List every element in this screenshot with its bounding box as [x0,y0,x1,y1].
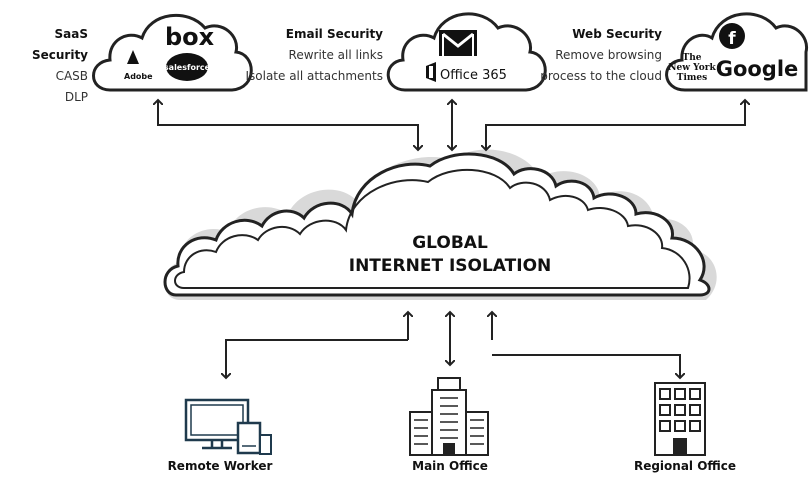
svg-text:The: The [683,53,702,63]
center-title-line2: INTERNET ISOLATION [348,256,552,276]
email-label-block: Email Security Rewrite all links Isolate… [238,24,383,87]
web-title: Web Security [572,27,662,41]
email-title: Email Security [285,27,383,41]
svg-text:Google: Google [716,57,799,81]
web-line-2: process to the cloud [540,69,662,83]
email-line-attachments: Isolate all attachments [245,69,383,83]
svg-text:Adobe: Adobe [124,72,153,81]
saas-line-dlp: DLP [64,90,88,104]
saas-title: SaaS Security [31,27,88,62]
email-line-links: Rewrite all links [288,48,383,62]
saas-arrow [158,100,418,150]
svg-text:f: f [728,29,736,49]
computer-icon [184,398,272,455]
center-title-line1: GLOBAL [412,233,488,253]
saas-label-block: SaaS Security CASB DLP [0,24,88,108]
nyt-logo: The New York Times [668,53,716,83]
adobe-logo: Adobe [124,50,153,81]
svg-text:salesforce: salesforce [164,63,211,72]
svg-text:Times: Times [677,73,707,83]
remote-worker-label: Remote Worker [167,459,273,473]
web-cloud [665,12,809,92]
svg-text:Office 365: Office 365 [440,68,507,83]
regional-office-icon [654,382,706,456]
web-line-1: Remove browsing [555,48,662,62]
regional-office-label: Regional Office [633,459,737,473]
gmail-icon [439,30,477,56]
web-arrow [486,100,745,150]
svg-text:New York: New York [668,63,716,73]
remote-arrow [226,312,408,378]
main-office-label: Main Office [412,459,488,473]
office365-logo: Office 365 [426,62,507,83]
facebook-icon: f [719,23,745,49]
global-isolation-cloud [163,152,711,297]
center-title: GLOBAL INTERNET ISOLATION [300,232,600,278]
salesforce-logo: salesforce [164,53,211,81]
saas-line-casb: CASB [55,69,88,83]
google-logo: Google [716,57,799,81]
svg-text:box: box [165,23,215,51]
regional-arrow [492,312,680,378]
web-label-block: Web Security Remove browsing process to … [520,24,662,87]
saas-cloud [92,13,253,92]
main-office-icon [409,377,489,456]
box-logo: box [165,23,215,51]
